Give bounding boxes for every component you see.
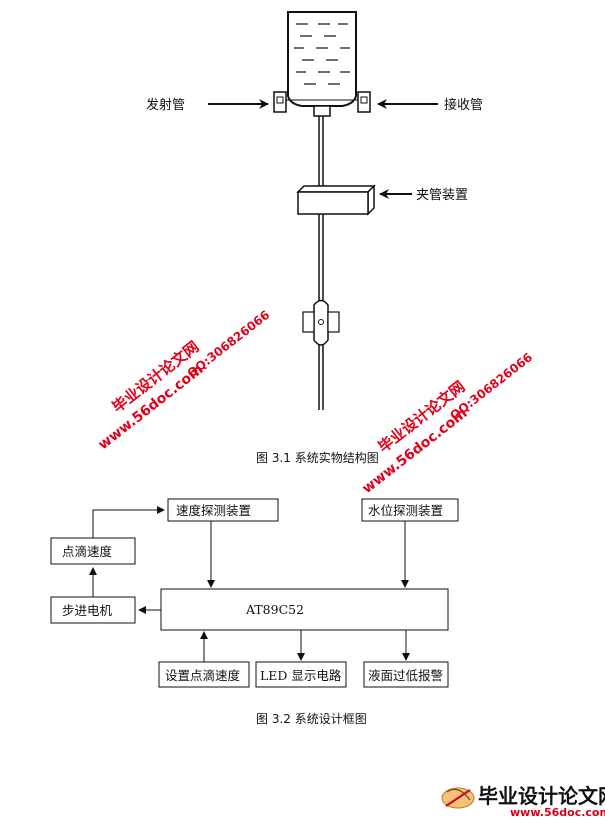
watermark-qq-left: QQ:306826066 xyxy=(185,308,273,381)
label-clamp: 夹管装置 xyxy=(416,188,468,203)
label-low-level-alarm: 液面过低报警 xyxy=(368,668,443,683)
label-water-level-detect: 水位探测装置 xyxy=(368,503,443,518)
label-stepper-motor: 步进电机 xyxy=(62,603,113,618)
logo-emblem-icon xyxy=(441,787,475,809)
watermark-left: 毕业设计论文网 www.56doc.com QQ:306826066 xyxy=(95,308,273,453)
figure-3-1: 发射管 接收管 夹管装置 图 3.1 系统实物结构图 xyxy=(146,11,483,465)
label-speed-detect: 速度探测装置 xyxy=(176,503,251,518)
figure-3-2 xyxy=(50,498,459,688)
logo-name: 毕业设计论文网 xyxy=(478,784,605,808)
receiver-tube xyxy=(357,91,371,113)
caption-figure-3-1: 图 3.1 系统实物结构图 xyxy=(256,450,379,465)
lower-valve xyxy=(302,299,340,346)
box-mcu xyxy=(160,588,449,631)
figure-3-2-labels: 速度探测装置 水位探测装置 点滴速度 步进电机 AT89C52 设置点滴速度 L… xyxy=(62,503,443,726)
box-led-display xyxy=(255,661,347,688)
label-emitter: 发射管 xyxy=(146,97,185,113)
footer-logo: 毕业设计论文网 www.56doc.com xyxy=(441,784,605,819)
clamp-device xyxy=(296,184,376,216)
label-set-drip-speed: 设置点滴速度 xyxy=(165,668,241,683)
caption-figure-3-2: 图 3.2 系统设计框图 xyxy=(256,712,367,726)
iv-bottle xyxy=(287,11,357,117)
box-water-level-detect xyxy=(361,498,459,522)
arrow-drip-to-speed xyxy=(92,506,165,538)
emitter-tube xyxy=(273,91,287,113)
label-drip-speed: 点滴速度 xyxy=(62,544,113,559)
logo-url: www.56doc.com xyxy=(510,806,605,819)
box-low-level-alarm xyxy=(363,661,449,688)
box-speed-detect xyxy=(167,498,279,522)
label-receiver: 接收管 xyxy=(444,97,483,113)
iv-tubing xyxy=(318,116,324,410)
watermark-right: 毕业设计论文网 www.56doc.com QQ:306826066 xyxy=(359,350,535,497)
label-led-display: LED 显示电路 xyxy=(260,668,342,683)
label-mcu: AT89C52 xyxy=(245,602,304,617)
